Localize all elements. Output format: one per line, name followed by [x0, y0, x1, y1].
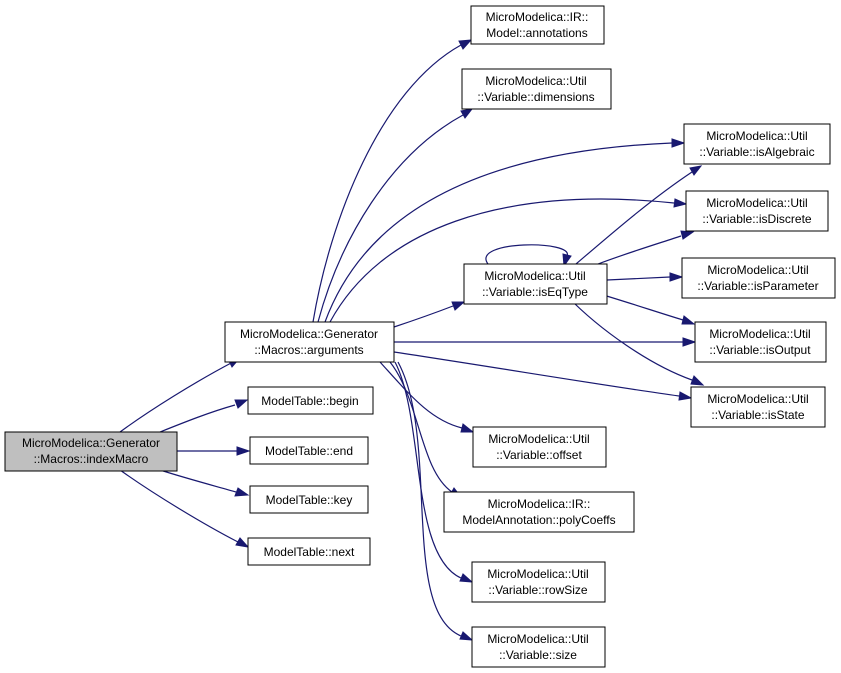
edge-indexMacro-key: [159, 469, 250, 497]
node-begin-label: ModelTable::begin: [261, 394, 358, 408]
edge-arguments-dimensions: [317, 108, 474, 323]
edge-arguments-isState: [393, 351, 693, 401]
edge-isEqType-isParameter: [606, 272, 684, 282]
node-key-label: ModelTable::key: [266, 493, 353, 507]
node-annotations[interactable]: MicroModelica::IR:: Model::annotations: [470, 5, 605, 45]
node-rowSize[interactable]: MicroModelica::Util ::Variable::rowSize: [471, 561, 606, 603]
node-arguments-line2: ::Macros::arguments: [254, 343, 363, 357]
node-next-label: ModelTable::next: [264, 545, 355, 559]
node-rowSize-line1: MicroModelica::Util: [487, 567, 588, 581]
node-annotations-line1: MicroModelica::IR::: [486, 10, 589, 24]
node-isState-line2: ::Variable::isState: [711, 408, 804, 422]
edge-indexMacro-end: [177, 446, 251, 456]
node-isEqType[interactable]: MicroModelica::Util ::Variable::isEqType: [463, 263, 608, 305]
node-isAlgebraic-line1: MicroModelica::Util: [706, 129, 807, 143]
edge-isEqType-isAlgebraic: [575, 165, 703, 265]
node-isEqType-line1: MicroModelica::Util: [484, 269, 585, 283]
node-isAlgebraic[interactable]: MicroModelica::Util ::Variable::isAlgebr…: [683, 123, 831, 165]
node-rowSize-line2: ::Variable::rowSize: [488, 583, 587, 597]
edge-indexMacro-arguments: [119, 358, 240, 433]
node-isOutput[interactable]: MicroModelica::Util ::Variable::isOutput: [694, 321, 827, 363]
node-size-line2: ::Variable::size: [499, 648, 577, 662]
node-dimensions[interactable]: MicroModelica::Util ::Variable::dimensio…: [461, 68, 612, 110]
edge-indexMacro-next: [119, 469, 250, 548]
node-isDiscrete-line2: ::Variable::isDiscrete: [702, 212, 811, 226]
edge-arguments-rowSize: [394, 361, 474, 583]
edge-indexMacro-begin: [159, 399, 249, 433]
edge-arguments-isAlgebraic: [324, 138, 686, 323]
edge-arguments-size: [397, 361, 474, 641]
edge-arguments-isEqType: [393, 301, 466, 328]
edge-arguments-offset: [379, 361, 475, 433]
node-polyCoeffs[interactable]: MicroModelica::IR:: ModelAnnotation::pol…: [443, 491, 635, 533]
node-size[interactable]: MicroModelica::Util ::Variable::size: [471, 626, 606, 668]
node-key[interactable]: ModelTable::key: [249, 485, 369, 514]
node-polyCoeffs-line2: ModelAnnotation::polyCoeffs: [462, 513, 615, 527]
node-end-label: ModelTable::end: [265, 444, 353, 458]
edge-isEqType-isOutput: [599, 293, 696, 325]
node-polyCoeffs-line1: MicroModelica::IR::: [488, 497, 591, 511]
node-isDiscrete-line1: MicroModelica::Util: [706, 196, 807, 210]
node-offset-line2: ::Variable::offset: [496, 448, 582, 462]
node-arguments-line1: MicroModelica::Generator: [240, 327, 378, 341]
node-isOutput-line1: MicroModelica::Util: [709, 327, 810, 341]
node-dimensions-line2: ::Variable::dimensions: [477, 90, 594, 104]
node-isParameter-line1: MicroModelica::Util: [707, 263, 808, 277]
node-isState[interactable]: MicroModelica::Util ::Variable::isState: [690, 386, 826, 428]
node-annotations-line2: Model::annotations: [486, 26, 587, 40]
edge-isEqType-isState: [566, 295, 705, 386]
node-isEqType-line2: ::Variable::isEqType: [482, 285, 588, 299]
node-next[interactable]: ModelTable::next: [247, 537, 371, 566]
node-indexMacro-line2: ::Macros::indexMacro: [34, 452, 149, 466]
edge-arguments-annotations: [312, 39, 473, 323]
edge-arguments-isDiscrete: [329, 198, 688, 323]
node-begin[interactable]: ModelTable::begin: [247, 386, 374, 415]
node-offset-line1: MicroModelica::Util: [488, 432, 589, 446]
node-isParameter-line2: ::Variable::isParameter: [697, 279, 818, 293]
node-indexMacro-line1: MicroModelica::Generator: [22, 436, 160, 450]
node-indexMacro: MicroModelica::Generator ::Macros::index…: [4, 431, 178, 472]
node-arguments[interactable]: MicroModelica::Generator ::Macros::argum…: [224, 321, 395, 363]
node-isDiscrete[interactable]: MicroModelica::Util ::Variable::isDiscre…: [685, 190, 829, 232]
edge-isEqType-isDiscrete: [597, 230, 695, 265]
node-dimensions-line1: MicroModelica::Util: [485, 74, 586, 88]
node-isState-line1: MicroModelica::Util: [707, 392, 808, 406]
node-end[interactable]: ModelTable::end: [249, 436, 369, 465]
node-isAlgebraic-line2: ::Variable::isAlgebraic: [699, 145, 814, 159]
edge-arguments-polyCoeffs: [389, 361, 463, 498]
node-offset[interactable]: MicroModelica::Util ::Variable::offset: [472, 426, 607, 468]
edge-arguments-isOutput: [394, 337, 697, 347]
node-size-line1: MicroModelica::Util: [487, 632, 588, 646]
node-isOutput-line2: ::Variable::isOutput: [709, 343, 811, 357]
node-isParameter[interactable]: MicroModelica::Util ::Variable::isParame…: [681, 257, 836, 299]
edge-isEqType-self: [485, 244, 572, 268]
